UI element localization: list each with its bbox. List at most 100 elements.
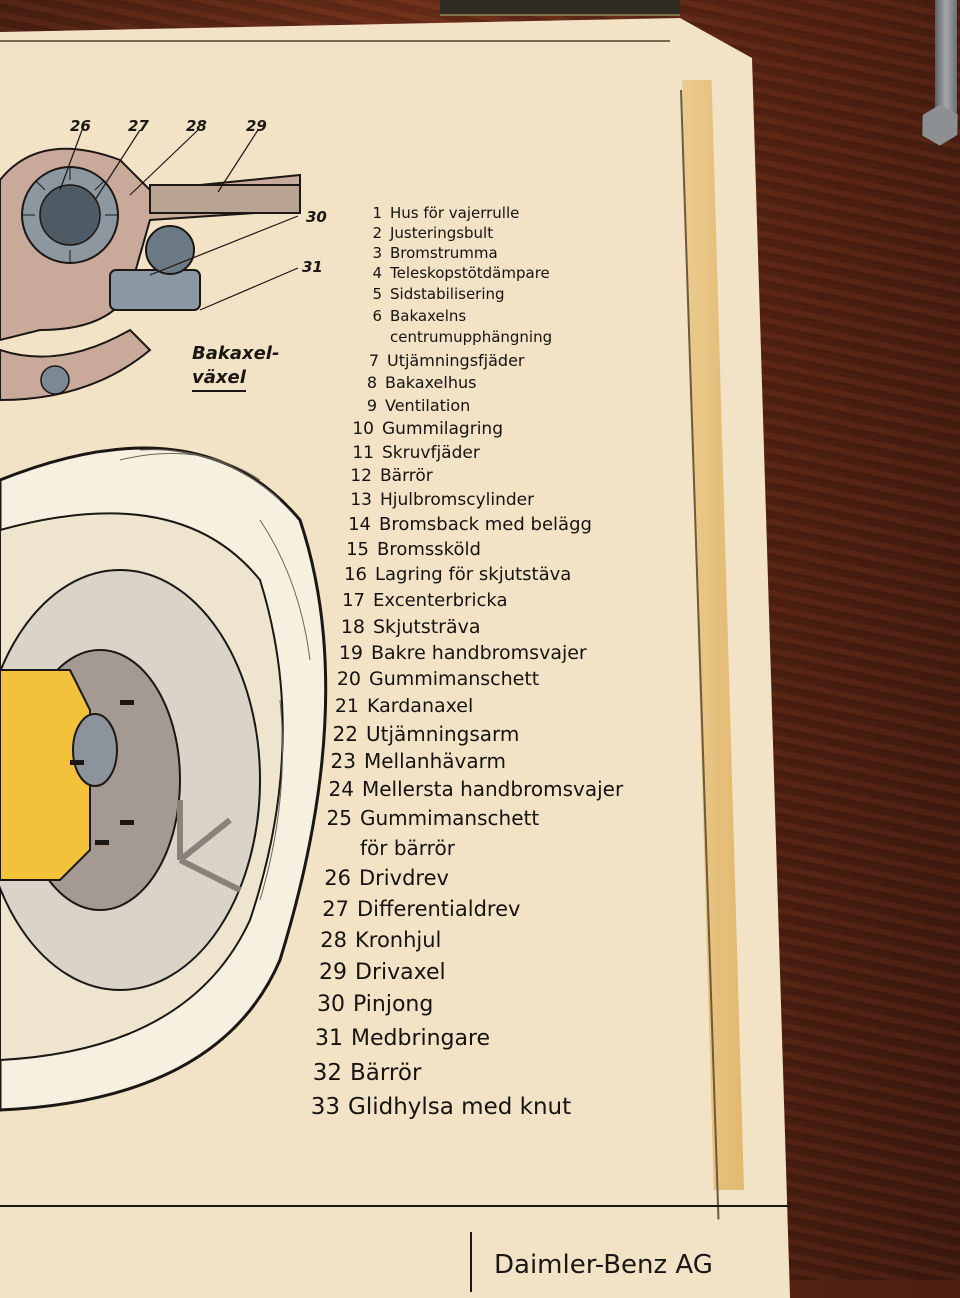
legend-item: 9 Ventilation — [356, 396, 471, 415]
poster-footer — [0, 1205, 790, 1287]
legend-item: 31 Medbringare — [314, 1026, 490, 1051]
legend-number: 16 — [344, 564, 367, 585]
legend-item: 5 Sidstabilisering — [362, 285, 505, 303]
legend-label: Bakre handbromsvajer — [371, 642, 587, 664]
legend-label: Medbringare — [351, 1026, 491, 1051]
legend-item: 33 Glidhylsa med knut — [310, 1094, 571, 1120]
legend-number: 26 — [324, 866, 351, 890]
callout-28: 28 — [186, 117, 207, 135]
legend-item: 26 Drivdrev — [324, 866, 449, 890]
legend-number: 14 — [348, 514, 371, 535]
legend-item: 27 Differentialdrev — [322, 897, 520, 921]
legend-item: 22 Utjämningsarm — [332, 722, 520, 746]
legend-label: Bromssköld — [377, 539, 481, 560]
legend-label: Skruvfjäder — [382, 443, 480, 463]
legend-number: 20 — [336, 668, 361, 690]
legend-label: Sidstabilisering — [390, 285, 505, 303]
legend-label: Mellanhävarm — [364, 749, 506, 773]
poster-top-rule — [0, 40, 670, 42]
legend-number: 23 — [330, 749, 356, 773]
legend-label: Bakaxelhus — [385, 373, 477, 392]
company-name: Daimler-Benz AG — [494, 1250, 713, 1280]
legend-number: 24 — [328, 777, 354, 801]
legend-label: Gummimanschett — [369, 668, 540, 690]
legend-label: för bärrör — [360, 836, 455, 860]
legend-number: 8 — [366, 373, 377, 392]
legend-item: för bärrör — [326, 836, 455, 860]
legend-number: 21 — [334, 695, 359, 717]
legend-item: 28 Kronhjul — [320, 928, 441, 952]
legend-number: 15 — [346, 539, 369, 560]
legend-number: 31 — [315, 1026, 343, 1051]
callout-26: 26 — [70, 117, 91, 135]
legend-label: Utjämningsarm — [366, 722, 520, 746]
legend-item: 3 Bromstrumma — [362, 244, 498, 262]
legend-number: 10 — [352, 419, 374, 439]
legend-label: Hjulbromscylinder — [380, 490, 535, 510]
legend-number: 27 — [322, 897, 349, 921]
legend-number: 25 — [326, 806, 352, 830]
legend-number: 12 — [350, 466, 372, 486]
object-on-table — [440, 0, 680, 16]
legend-number: 9 — [366, 396, 377, 415]
legend-label: Hus för vajerrulle — [390, 204, 520, 222]
legend-item: 8 Bakaxelhus — [356, 373, 477, 392]
legend-item: 15 Bromssköld — [346, 539, 481, 560]
legend-label: Ventilation — [385, 396, 471, 415]
legend-label: Bromsback med belägg — [379, 514, 592, 535]
legend-item: 18 Skjutsträva — [340, 616, 481, 638]
wheel-drawing — [0, 446, 328, 1112]
illustration-caption: Bakaxel- växel — [192, 342, 279, 392]
legend-item: 24 Mellersta handbromsvajer — [328, 777, 624, 801]
legend-number: 18 — [340, 616, 365, 638]
legend-label: Utjämningsfjäder — [387, 351, 525, 370]
legend-number: 17 — [342, 590, 365, 611]
callout-31: 31 — [302, 258, 323, 276]
legend-number: 5 — [372, 285, 382, 303]
differential-drawing — [0, 147, 301, 402]
legend-number: 33 — [310, 1094, 340, 1120]
legend-item: 11 Skruvfjäder — [352, 443, 480, 463]
legend-label: Drivdrev — [359, 866, 449, 890]
footer-divider — [470, 1232, 472, 1292]
legend-number: 7 — [368, 351, 379, 370]
legend-number: 22 — [332, 722, 358, 746]
legend-label: Gummimanschett — [360, 806, 540, 830]
caption-line-2: växel — [192, 366, 246, 392]
legend-item: 29 Drivaxel — [318, 960, 446, 985]
legend-label: Bakaxelns — [390, 307, 467, 325]
legend-label: Bromstrumma — [390, 244, 498, 262]
legend-label: Lagring för skjutstäva — [375, 564, 572, 585]
callout-30: 30 — [306, 208, 327, 226]
legend-item: centrumupphängning — [362, 328, 552, 346]
legend-label: Drivaxel — [355, 960, 446, 985]
caption-line-1: Bakaxel- — [192, 343, 280, 364]
legend-number: 19 — [338, 642, 363, 664]
legend-label: Bärrör — [380, 466, 433, 486]
legend-label: Mellersta handbromsvajer — [362, 777, 624, 801]
legend-label: Glidhylsa med knut — [348, 1094, 572, 1120]
legend-item: 23 Mellanhävarm — [330, 749, 506, 773]
legend-number: 28 — [320, 928, 347, 952]
legend-number: 29 — [319, 960, 347, 985]
legend-item: 21 Kardanaxel — [334, 695, 473, 717]
legend-label: Kronhjul — [355, 928, 442, 952]
legend-item: 14 Bromsback med belägg — [348, 514, 592, 535]
legend-label: Differentialdrev — [357, 897, 521, 921]
legend-label: Teleskopstötdämpare — [390, 264, 550, 282]
legend-label: Kardanaxel — [367, 695, 474, 717]
callout-29: 29 — [246, 117, 267, 135]
legend-number: 11 — [352, 443, 374, 463]
legend-label: Excenterbricka — [373, 590, 508, 611]
legend-label: centrumupphängning — [390, 328, 553, 346]
legend-label: Skjutsträva — [373, 616, 481, 638]
legend-item: 16 Lagring för skjutstäva — [344, 564, 571, 585]
legend-number: 3 — [372, 244, 382, 262]
legend-item: 19 Bakre handbromsvajer — [338, 642, 587, 664]
